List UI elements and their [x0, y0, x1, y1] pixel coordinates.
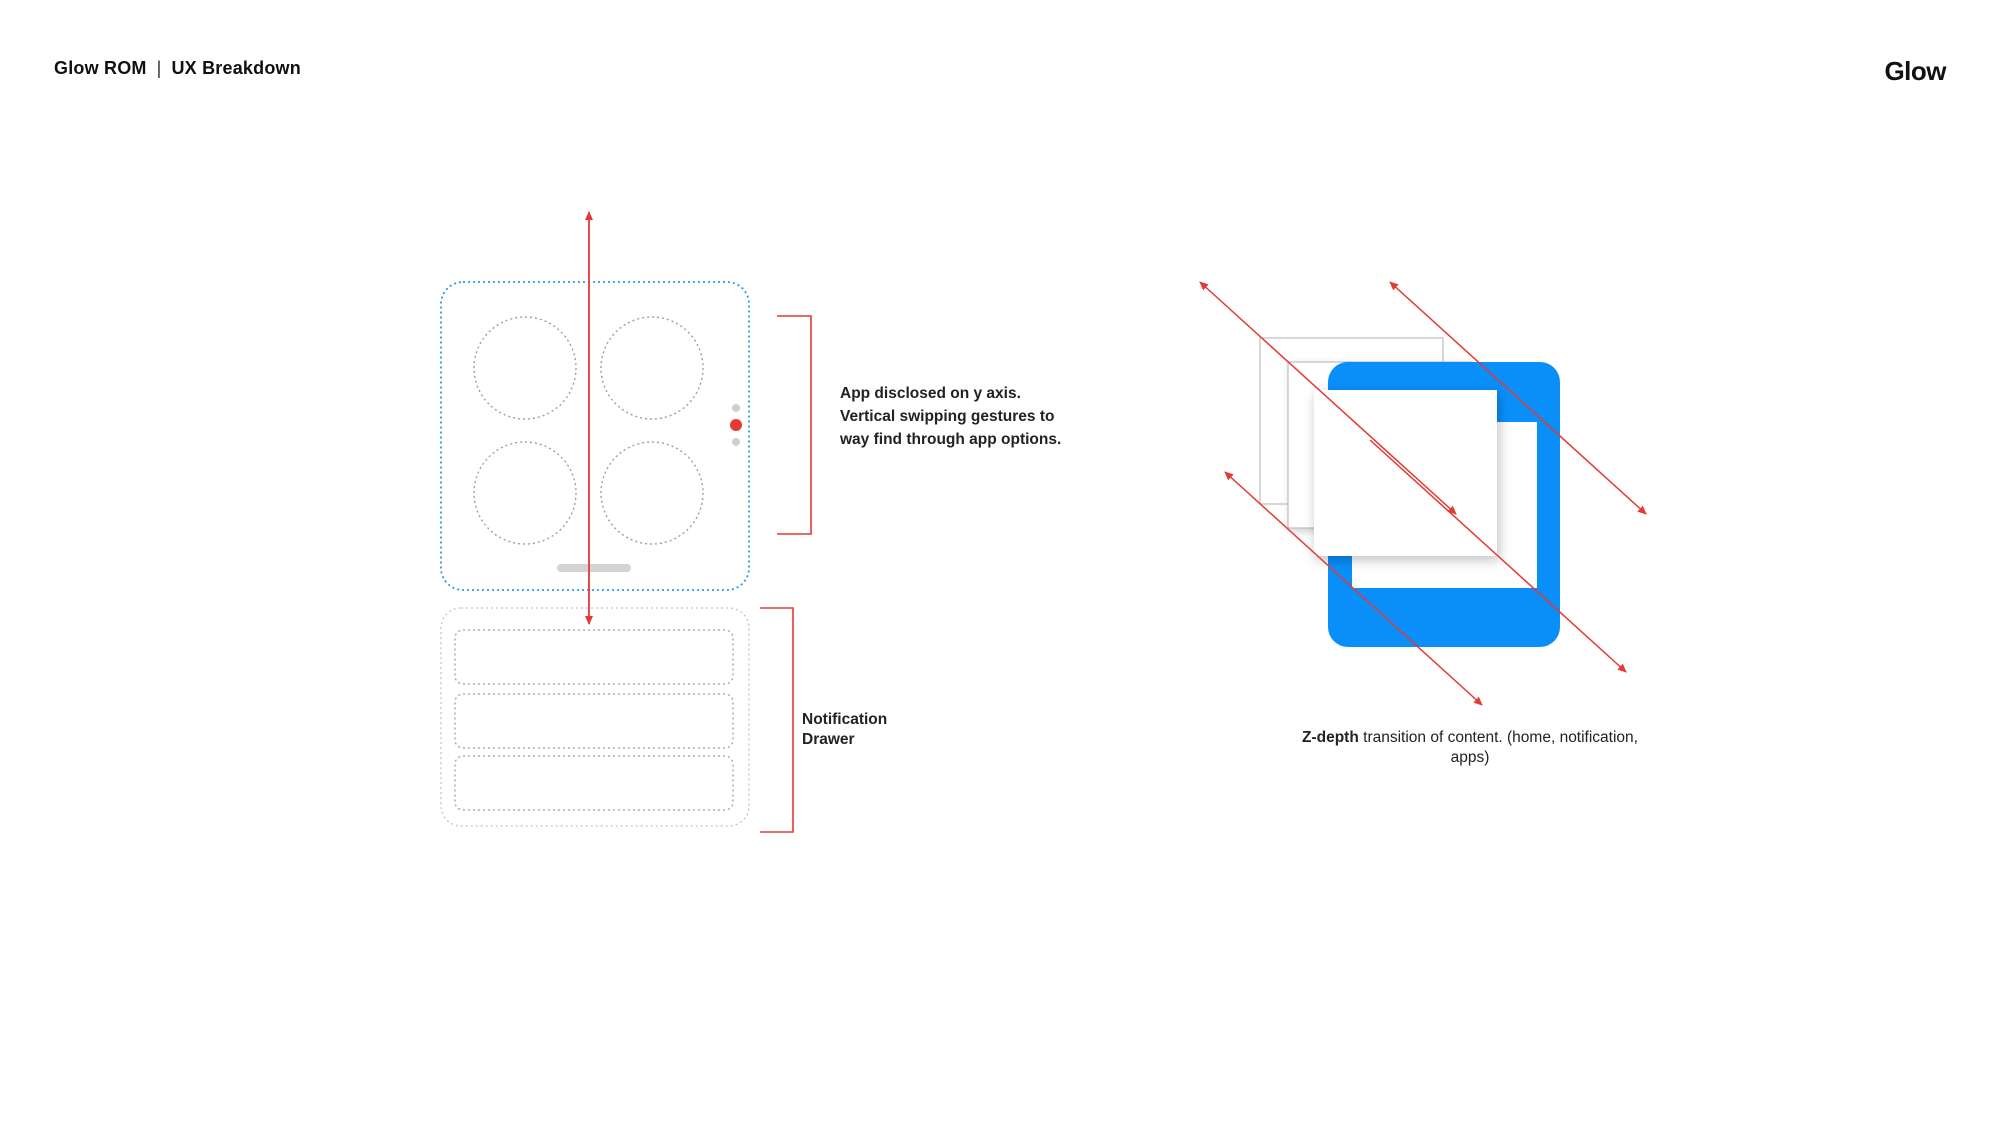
app-slot [600, 316, 704, 420]
app-slot [473, 441, 577, 545]
z-depth-caption-text: transition of content. (home, notificati… [1358, 729, 1638, 766]
page-indicator-dot [732, 404, 740, 412]
app-bracket [777, 315, 812, 535]
app-slot [473, 316, 577, 420]
y-axis-caption: App disclosed on y axis. Vertical swippi… [840, 382, 1100, 451]
header-separator: | [156, 58, 162, 78]
page-indicator-dot [732, 438, 740, 446]
z-depth-caption: Z-depth transition of content. (home, no… [1300, 728, 1640, 768]
notification-card [454, 693, 734, 749]
caption-line: Vertical swipping gestures to [840, 408, 1055, 425]
drawer-label: Notification Drawer [802, 710, 942, 750]
drawer-label-line: Notification [802, 711, 888, 728]
home-handle [557, 564, 631, 572]
notification-card [454, 629, 734, 685]
depth-arrow [1369, 439, 1627, 673]
section-name: UX Breakdown [171, 58, 301, 78]
product-name: Glow ROM [54, 58, 147, 78]
watch-home-screen [440, 281, 750, 591]
drawer-bracket [760, 607, 794, 833]
header-title: Glow ROM | UX Breakdown [54, 58, 301, 79]
page-indicator-dot-active [730, 419, 742, 431]
z-depth-caption-bold: Z-depth [1302, 729, 1359, 746]
caption-line: way find through app options. [840, 431, 1062, 448]
notification-drawer [440, 607, 750, 827]
notification-card [454, 755, 734, 811]
z-depth-stack [1259, 337, 1560, 647]
app-slot [600, 441, 704, 545]
caption-line: App disclosed on y axis. [840, 385, 1021, 402]
glow-logo: Glow [1884, 56, 1946, 86]
depth-arrow [1224, 471, 1483, 706]
drawer-label-line: Drawer [802, 731, 855, 748]
depth-arrow [1389, 281, 1647, 515]
